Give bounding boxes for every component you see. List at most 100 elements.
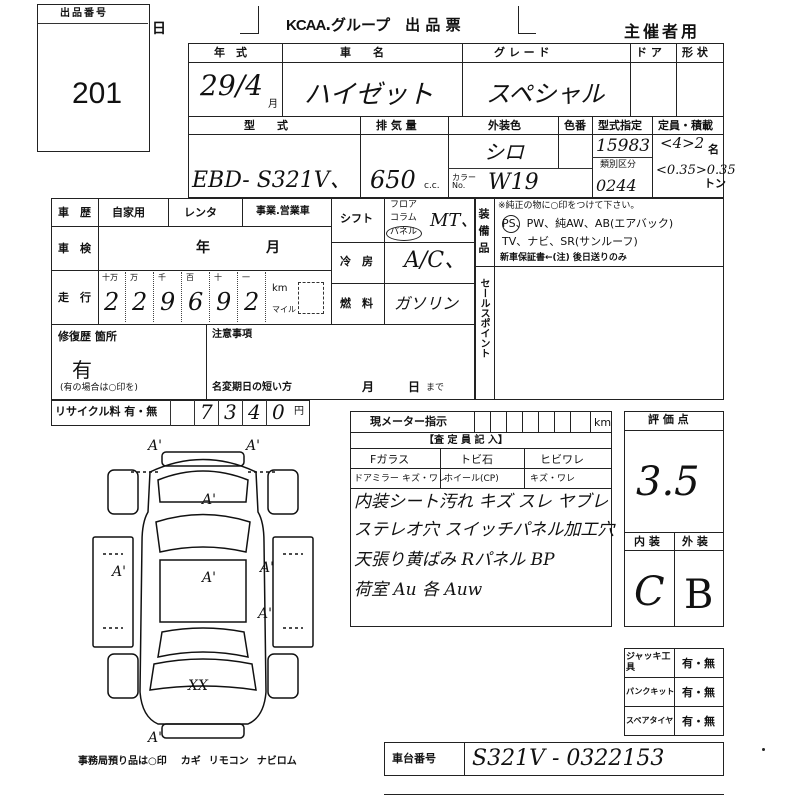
mileage-digit-label: 十万 [102,273,118,282]
mileage-digit-label: 十 [214,273,222,282]
mileage-checkbox[interactable] [298,282,324,314]
repair-note: (有の場合は○印を) [60,383,138,393]
class-label: 類別区分 [600,160,637,170]
accessory-spare-label: スペアタイヤ [626,716,674,725]
shift-label: シフト [340,212,373,225]
damage-mark-rear-left: A' [146,730,162,746]
load-value: <0.35>0.35 [656,163,736,178]
rename-label: 名変期日の短い方 [212,382,292,393]
damage-mark-roof: A' [200,570,216,586]
type-spec-header: 型式指定 [598,119,642,132]
form-role: 主催者用 [624,22,701,41]
score-label: 評 価 点 [648,413,689,426]
recycle-digit-value: 0 [272,400,285,424]
displacement-header: 排 気 量 [376,119,417,132]
recycle-box [51,400,310,426]
model-value: EBD- S321V、 [192,168,352,193]
shift-value: MT、 [430,210,479,231]
item-wheel-damage: キズ・ワレ [530,474,576,484]
repair-label: 修復歴 箇所 [58,330,117,343]
name-header: 車 名 [340,46,384,59]
remark-line2: ステレオ穴 スイッチパネル加工穴 [354,520,615,540]
load-unit: トン [704,177,726,190]
equipment-note: ※純正の物に○印をつけて下さい。 [498,201,640,211]
rename-month: 月 [362,380,375,394]
fuel-value: ガソリン [394,294,459,313]
recycle-digit-cell: 3 [218,400,242,426]
recycle-digit-value: 7 [200,400,213,424]
sales-point-label: セールスポイント [478,278,489,358]
year-value: 29/4 [200,69,263,102]
mileage-digit-value: 9 [216,288,232,316]
recycle-digit-value: 3 [224,400,237,424]
remark-line1: 内装シート汚れ キズ スレ ヤブレ [354,492,609,512]
year-header: 年 式 [214,46,247,59]
notes-label: 注意事項 [212,329,252,340]
inspection-label: 車 検 [58,242,91,255]
km-unit: km [272,283,288,294]
fuel-label: 燃 料 [340,297,373,310]
accessory-jack-value: 有・無 [682,657,715,670]
mileage-digit-value: 2 [244,288,260,316]
accessory-puncture-value: 有・無 [682,686,715,699]
recycle-digit-cell [170,400,194,426]
meter-box [350,411,612,627]
recycle-label: リサイクル料 有・無 [55,405,158,418]
item-stone-chip: トビ石 [460,453,493,466]
history-option-rental: レンタ [184,206,217,219]
recycle-unit: 円 [294,406,304,417]
model-header: 型 式 [244,119,288,132]
lot-number-label: 出品番号 [60,8,108,19]
remark-line4: 荷室 Au 各 Auw [354,580,483,600]
exterior-label: 外 装 [682,535,708,548]
mileage-digit-value: 9 [160,288,176,316]
inspection-year: 年 [196,240,210,256]
equipment-line3: 新車保証書←(注) 後日送りのみ [500,253,627,263]
chassis-box [384,742,724,776]
recycle-digit-value: 4 [248,400,261,424]
mileage-digit-label: 百 [186,273,194,282]
item-mirror-damage: キズ・ワレ [402,474,448,484]
lot-number-value: 201 [72,77,123,110]
car-diagram: A' A' A' A' A' A' A' A' XX [92,438,314,746]
aircon-label: 冷 房 [340,255,373,268]
interior-score: C [634,569,665,615]
score-value: 3.5 [636,459,700,505]
damage-mark-left-side: A' [110,564,126,580]
meter-unit: km [594,416,612,429]
item-wheel: ホイール(CP) [444,474,499,484]
capacity-header: 定員・積載 [658,119,713,132]
door-header: ド ア [636,46,662,59]
mileage-digit-label: 万 [130,273,138,282]
interior-label: 内 装 [634,535,660,548]
damage-mark-front-left: A' [146,438,162,454]
color-no-header: 色番 [564,119,586,132]
shape-header: 形 状 [682,46,708,59]
inspector-label: 【査 定 員 記 入】 [424,435,508,446]
type-spec-value: 15983 [596,136,651,156]
capacity-unit: 名 [708,143,719,156]
mile-unit: マイル [272,305,296,314]
vehicle-info-table [188,43,724,198]
accessory-spare-value: 有・無 [682,715,715,728]
damage-mark-right-side: A' [258,560,274,576]
history-option-business: 事業.営業車 [256,206,310,217]
shift-option-column: コラム [390,213,417,223]
chassis-label: 車台番号 [392,752,436,765]
ext-color-header: 外装色 [488,119,521,132]
history-label: 車 歴 [58,206,91,219]
grade-value: スペシャル [486,80,605,108]
year-unit: 月 [268,99,278,110]
mileage-digit-value: 2 [132,288,148,316]
damage-mark-front-right: A' [244,438,260,454]
rename-until: まで [426,383,445,393]
mileage-digit-label: 千 [158,273,166,282]
class-value: 0244 [596,176,637,195]
item-fglass: Fガラス [370,453,410,466]
grade-header: グ レ ー ド [494,46,550,59]
item-crack: ヒビワレ [540,453,584,466]
recycle-digit-cell: 7 [194,400,218,426]
